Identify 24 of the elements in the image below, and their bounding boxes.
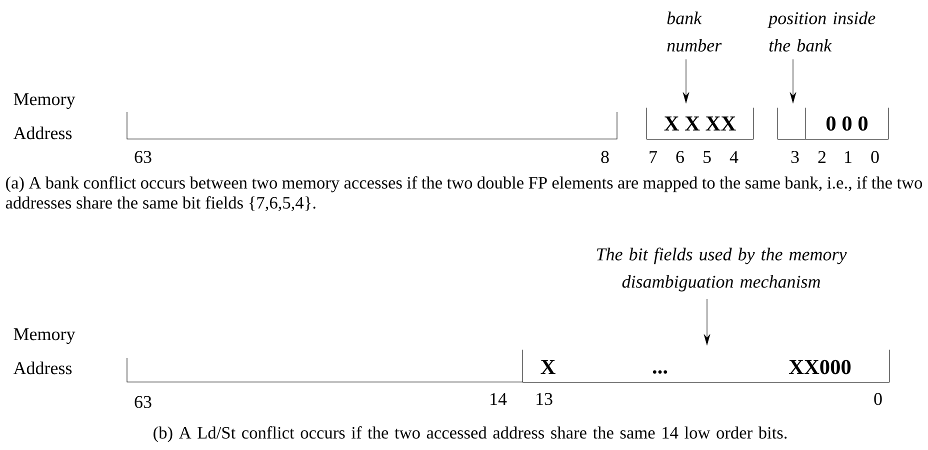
bit-values: X X XX: [664, 116, 736, 130]
bit-values: 0 0 0: [826, 116, 868, 131]
caption: (b) A Ld/St conflict occurs if the two accessed address share the same 14 low order bits.: [154, 426, 787, 442]
bit-field-bracket: [805, 108, 889, 140]
bit-number: 3: [791, 150, 799, 164]
bit-field-bracket: [522, 349, 890, 383]
bit-field-bracket: [777, 108, 807, 140]
bit-number: 4: [730, 151, 738, 163]
row-label: Memory Address: [13, 328, 76, 374]
caption: (a) A bank conflict occurs between two memory accesses if the two double FP elements are mapped to the same bank, i.e., if the two addresses share the same bit fields {7,6,5,4}.: [6, 176, 922, 212]
bit-values: XX000: [789, 360, 851, 374]
bit-number: 63: [134, 150, 152, 164]
annotation-text: bank number: [667, 12, 722, 52]
bit-number: 14: [490, 393, 507, 405]
annotation-text: position inside the bank: [768, 12, 876, 52]
bit-number: 63: [134, 396, 152, 408]
bit-values: ...: [652, 370, 668, 374]
annotation-text: The bit fields used by the memory disambiguation mechanism: [596, 248, 847, 292]
row-label: Memory Address: [13, 93, 76, 140]
bit-values: X: [540, 360, 556, 374]
bit-number: 1: [845, 151, 852, 163]
bit-number: 8: [601, 150, 609, 164]
bit-field-bracket: [646, 108, 754, 140]
bit-number: 2: [818, 151, 826, 163]
